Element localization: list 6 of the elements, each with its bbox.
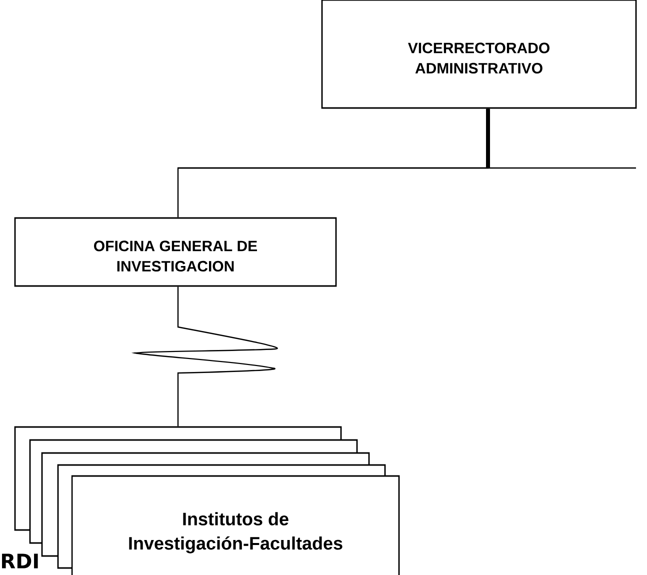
wavy-connector	[134, 286, 276, 426]
org-box: OFICINA GENERAL DE INVESTIGACION	[14, 217, 337, 287]
connector-line	[177, 108, 490, 218]
org-box: VICERRECTORADO ADMINISTRATIVO	[321, 0, 637, 109]
org-box: Institutos de Investigación-Facultades	[71, 475, 400, 575]
cut-off-text: RDI	[2, 554, 38, 568]
